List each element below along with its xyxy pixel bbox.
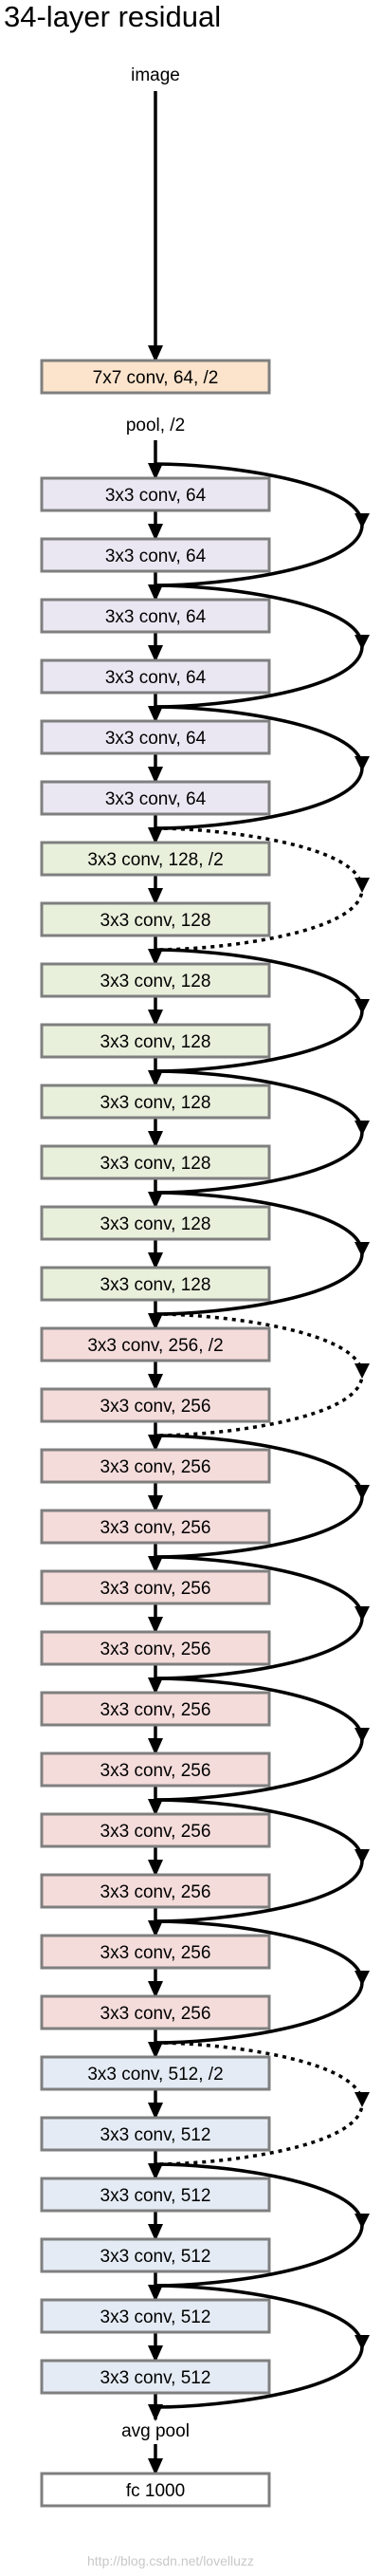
conv-20-label: 3x3 conv, 256 (100, 1640, 211, 1659)
conv-17-label: 3x3 conv, 256 (100, 1457, 211, 1477)
conv-30-label: 3x3 conv, 512 (100, 2247, 211, 2267)
conv-8-label: 3x3 conv, 128 (100, 911, 211, 931)
conv-19-label: 3x3 conv, 256 (100, 1579, 211, 1599)
conv-1-label: 3x3 conv, 64 (105, 486, 207, 506)
conv-32-label: 3x3 conv, 512 (100, 2368, 211, 2388)
conv-28-label: 3x3 conv, 512 (100, 2125, 211, 2145)
conv-31-box (40, 2298, 271, 2334)
input-label: image (131, 65, 180, 85)
conv-2-label: 3x3 conv, 64 (105, 547, 207, 566)
conv-7-box (40, 841, 271, 877)
conv-27-box (40, 2055, 271, 2091)
shortcut-arrowhead-8 (355, 1363, 370, 1379)
labels-layer: 7x7 conv, 64, /2 pool, /2 3x3 conv, 64 3x3 … (87, 368, 223, 2501)
stem-conv-label: 7x7 conv, 64, /2 (93, 368, 219, 388)
conv-6-label: 3x3 conv, 64 (105, 789, 207, 809)
conv-6-box (40, 780, 271, 816)
avgpool-label: avg pool (121, 2421, 190, 2441)
shortcut-arrowhead-7 (355, 1242, 370, 1257)
fc-layer-label: fc 1000 (126, 2481, 185, 2501)
conv-13-label: 3x3 conv, 128 (100, 1214, 211, 1234)
shortcut-arrowhead-1 (355, 513, 370, 528)
conv-2-box (40, 537, 271, 573)
conv-5-label: 3x3 conv, 64 (105, 729, 207, 749)
conv-4-label: 3x3 conv, 64 (105, 668, 207, 688)
conv-11-label: 3x3 conv, 128 (100, 1093, 211, 1113)
stem-conv-box (40, 359, 271, 395)
conv-31-label: 3x3 conv, 512 (100, 2307, 211, 2327)
conv-9-label: 3x3 conv, 128 (100, 972, 211, 991)
shortcut-arrowhead-2 (355, 635, 370, 650)
pool-label: pool, /2 (126, 416, 185, 436)
conv-30-box (40, 2237, 271, 2273)
conv-14-box (40, 1266, 271, 1302)
projection-shortcut-8 (155, 1312, 364, 1437)
conv-26-label: 3x3 conv, 256 (100, 2004, 211, 2024)
conv-1-box (40, 476, 271, 512)
conv-23-label: 3x3 conv, 256 (100, 1822, 211, 1842)
conv-10-label: 3x3 conv, 128 (100, 1032, 211, 1052)
conv-25-box (40, 1934, 271, 1970)
conv-23-box (40, 1812, 271, 1848)
shortcut-arrowhead-3 (355, 756, 370, 771)
conv-12-label: 3x3 conv, 128 (100, 1154, 211, 1174)
conv-21-label: 3x3 conv, 256 (100, 1700, 211, 1720)
conv-16-box (40, 1387, 271, 1423)
conv-29-box (40, 2177, 271, 2213)
conv-24-box (40, 1873, 271, 1909)
diagram-title: 34-layer residual (4, 0, 221, 33)
conv-21-box (40, 1691, 271, 1727)
shortcut-arrowhead-14 (355, 2092, 370, 2107)
conv-8-box (40, 901, 271, 937)
watermark: http://blog.csdn.net/lovelluzz (87, 2553, 254, 2568)
conv-10-box (40, 1023, 271, 1059)
conv-12-box (40, 1144, 271, 1180)
conv-3-label: 3x3 conv, 64 (105, 607, 207, 627)
conv-15-label: 3x3 conv, 256, /2 (87, 1336, 223, 1356)
conv-11-box (40, 1084, 271, 1120)
projection-shortcut-14 (155, 2041, 364, 2166)
shortcut-arrowhead-13 (355, 1971, 370, 1986)
conv-28-box (40, 2116, 271, 2152)
fc-layer-box (40, 2472, 271, 2508)
conv-25-label: 3x3 conv, 256 (100, 1943, 211, 1963)
conv-3-box (40, 598, 271, 634)
conv-15-box (40, 1326, 271, 1362)
conv-7-label: 3x3 conv, 128, /2 (87, 850, 223, 870)
shortcut-arrowhead-6 (355, 1121, 370, 1136)
conv-27-label: 3x3 conv, 512, /2 (87, 2065, 223, 2085)
conv-22-label: 3x3 conv, 256 (100, 1761, 211, 1781)
shortcut-arrowhead-11 (355, 1728, 370, 1743)
layers-layer (40, 359, 271, 2508)
shortcut-arrowhead-9 (355, 1485, 370, 1500)
shortcut-arrowhead-4 (355, 878, 370, 893)
conv-20-box (40, 1630, 271, 1666)
conv-18-label: 3x3 conv, 256 (100, 1518, 211, 1538)
projection-shortcut-4 (155, 826, 364, 952)
conv-4-box (40, 658, 271, 695)
conv-5-box (40, 719, 271, 755)
conv-16-label: 3x3 conv, 256 (100, 1397, 211, 1417)
shortcut-arrowhead-10 (355, 1606, 370, 1622)
shortcut-arrowhead-12 (355, 1849, 370, 1864)
conv-22-box (40, 1751, 271, 1788)
conv-13-box (40, 1205, 271, 1241)
conv-32-box (40, 2359, 271, 2395)
conv-18-box (40, 1509, 271, 1545)
shortcut-arrowhead-15 (355, 2214, 370, 2229)
shortcut-arrowhead-16 (355, 2335, 370, 2350)
conv-19-box (40, 1569, 271, 1605)
conv-17-box (40, 1448, 271, 1484)
conv-29-label: 3x3 conv, 512 (100, 2186, 211, 2206)
connections-layer (148, 91, 370, 2475)
conv-26-box (40, 1994, 271, 2030)
conv-24-label: 3x3 conv, 256 (100, 1882, 211, 1902)
conv-14-label: 3x3 conv, 128 (100, 1275, 211, 1295)
conv-9-box (40, 962, 271, 998)
shortcut-arrowhead-5 (355, 999, 370, 1014)
